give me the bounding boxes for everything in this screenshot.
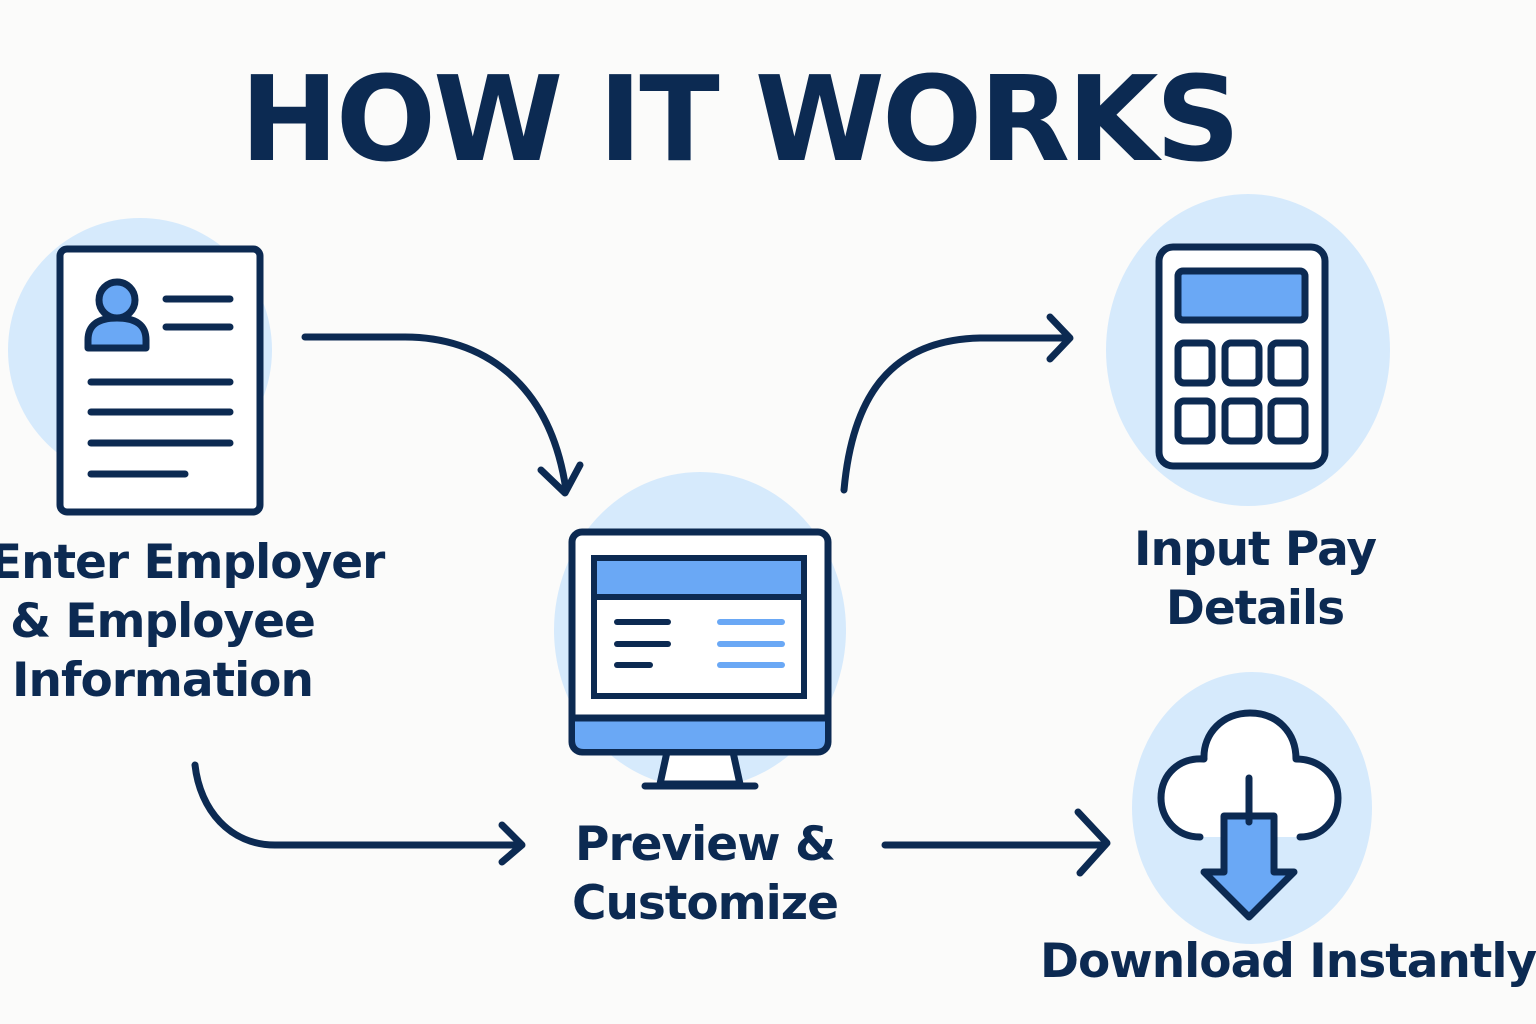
page-title: HOW IT WORKS [240, 50, 1241, 188]
download-step-label: Download Instantly [1040, 932, 1536, 991]
download-step-line-1: Download Instantly [1040, 934, 1536, 989]
employee-document-icon [56, 245, 264, 516]
monitor-icon [568, 528, 832, 790]
arrow-enter-to-preview [301, 333, 584, 497]
input-pay-step-label: Input Pay Details [1100, 520, 1410, 638]
arrow-preview-to-input [840, 313, 1074, 494]
arrow-enter-to-preview-lower [191, 761, 526, 866]
arrow-preview-to-download [881, 808, 1111, 877]
enter-step-line-1: Enter Employer [0, 535, 385, 590]
calculator-icon [1155, 243, 1329, 470]
enter-step-line-3: Information [12, 653, 314, 708]
preview-step-line-1: Preview & [575, 817, 836, 872]
input-step-line-1: Input Pay [1134, 522, 1377, 577]
enter-step-line-2: & Employee [10, 594, 316, 649]
preview-step-label: Preview & Customize [555, 815, 855, 933]
input-step-line-2: Details [1165, 581, 1345, 636]
preview-step-line-2: Customize [571, 876, 839, 931]
enter-info-step-label: Enter Employer & Employee Information [0, 533, 385, 710]
cloud-download-icon [1157, 709, 1342, 921]
